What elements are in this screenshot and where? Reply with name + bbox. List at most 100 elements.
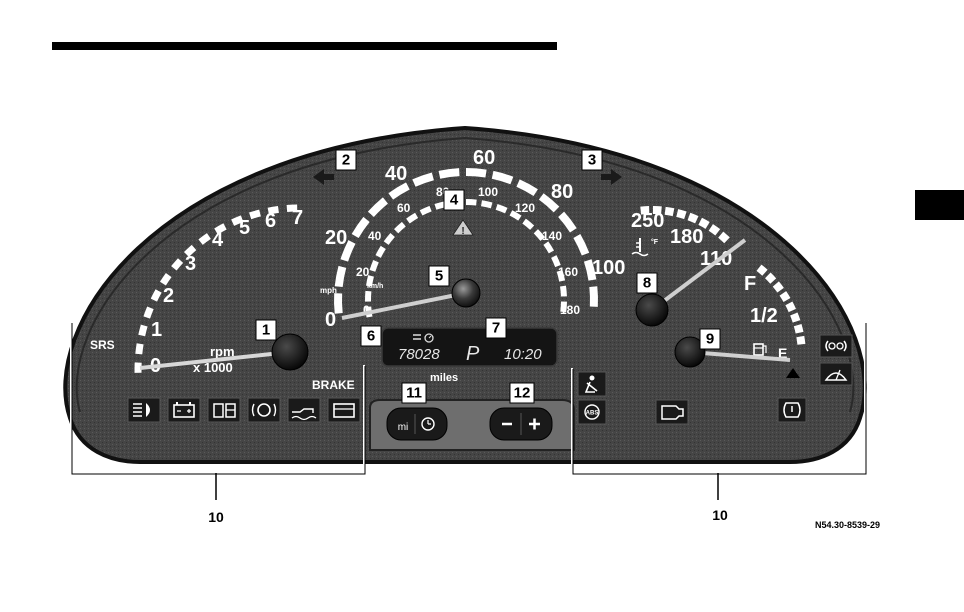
fuel-arc-segment [759,268,765,273]
callout-1: 1 [256,320,276,340]
tach-arc-segment [142,326,145,336]
odometer-mileage: 78028 [398,346,440,363]
fuel-filter-icon [208,398,240,422]
temp-arc-segment [677,213,685,215]
kmh-tick-120: 120 [515,201,535,215]
speedometer-hub [452,279,480,307]
kmh-tick-20: 20 [356,265,370,279]
temp-tick-180: 180 [670,226,703,248]
kmh-arc-segment [372,261,376,271]
srs-label: SRS [90,338,115,352]
odometer-unit: miles [430,372,458,384]
fuel-arc-segment [776,284,781,290]
callout-8: 8 [637,273,657,293]
callout-4: 4 [444,190,464,210]
svg-text:2: 2 [342,152,350,169]
mph-arc-segment [439,172,459,175]
svg-text:12: 12 [514,385,531,402]
kmh-tick-40: 40 [368,229,382,243]
kmh-arc-segment [466,202,476,203]
section-tab [915,190,964,220]
abs-icon: ABS [578,400,606,424]
tach-tick-1: 1 [151,319,162,341]
left-group-label: 10 [208,509,224,525]
kmh-tick-140: 140 [542,229,562,243]
tach-arc-segment [250,213,260,216]
high-beam-icon [128,398,160,422]
temp-arc-segment [689,217,697,220]
callout-7: 7 [486,318,506,338]
tach-arc-segment [154,291,159,300]
kmh-unit: km/h [367,283,383,290]
callout-2: 2 [336,150,356,170]
check-engine-icon [656,400,688,424]
svg-text:5: 5 [435,268,443,285]
washer-fluid-icon [328,398,360,422]
mph-arc-segment [593,287,594,307]
svg-text:1: 1 [262,322,270,339]
battery-icon [168,398,200,422]
mph-arc-segment [338,293,339,313]
tach-tick-4: 4 [212,229,224,251]
tach-tick-5: 5 [239,217,250,239]
fuel-arc-segment [768,275,773,281]
right-group-label: 10 [712,507,728,523]
callout-12: 12 [510,383,534,403]
seat-belt-icon [578,372,606,396]
callout-9: 9 [700,329,720,349]
fuel-full-label: F [744,273,756,295]
temp-arc-segment [665,211,673,212]
mph-tick-0: 0 [325,309,336,331]
kmh-arc-segment [481,203,491,205]
callout-11: 11 [402,383,426,403]
fuel-arc-segment [798,325,800,333]
callout-6: 6 [361,326,381,346]
svg-text:11: 11 [406,385,422,402]
mi-button[interactable]: mi [398,422,409,433]
svg-text:ABS: ABS [586,411,599,417]
gear-indicator: P [466,343,480,365]
brake-wear-icon [248,398,280,422]
svg-text:9: 9 [706,331,714,348]
clock-time: 10:20 [504,346,542,363]
mph-unit: mph [320,286,337,295]
mph-tick-60: 60 [473,147,495,169]
mph-tick-20: 20 [325,227,347,249]
header-rule [52,42,557,50]
kmh-tick-180: 180 [560,303,580,317]
fuel-half-label: 1/2 [750,305,778,327]
temp-arc-segment [721,235,727,241]
oil-level-icon [288,398,320,422]
tachometer-hub [272,334,308,370]
kmh-arc-segment [421,209,430,213]
kmh-arc-segment [497,207,507,211]
svg-text:3: 3 [588,152,596,169]
mph-arc-segment [466,172,486,174]
tach-tick-6: 6 [265,210,276,232]
brake-label: BRAKE [312,378,355,392]
mph-tick-80: 80 [551,181,573,203]
temp-arc-segment [711,227,718,232]
warning-exclamation: ! [461,226,464,237]
svg-text:°F: °F [651,238,659,246]
svg-text:6: 6 [367,328,375,345]
mph-tick-40: 40 [385,163,407,185]
temp-arc-segment [700,221,707,225]
mph-arc-segment [339,267,343,287]
callout-3: 3 [582,150,602,170]
temperature-hub [636,294,668,326]
callout-5: 5 [429,266,449,286]
svg-text:4: 4 [450,192,459,209]
fuel-arc-segment [789,303,792,310]
mph-tick-100: 100 [592,257,625,279]
tach-tick-3: 3 [185,253,196,275]
kmh-arc-segment [563,286,564,296]
figure-code: N54.30-8539-29 [815,520,880,530]
svg-text:7: 7 [492,320,500,337]
tach-tick-7: 7 [292,207,303,229]
tach-arc-segment [163,275,169,284]
parking-light-icon [820,335,852,357]
kmh-tick-100: 100 [478,185,498,199]
mi-clock-button-group [387,408,447,440]
